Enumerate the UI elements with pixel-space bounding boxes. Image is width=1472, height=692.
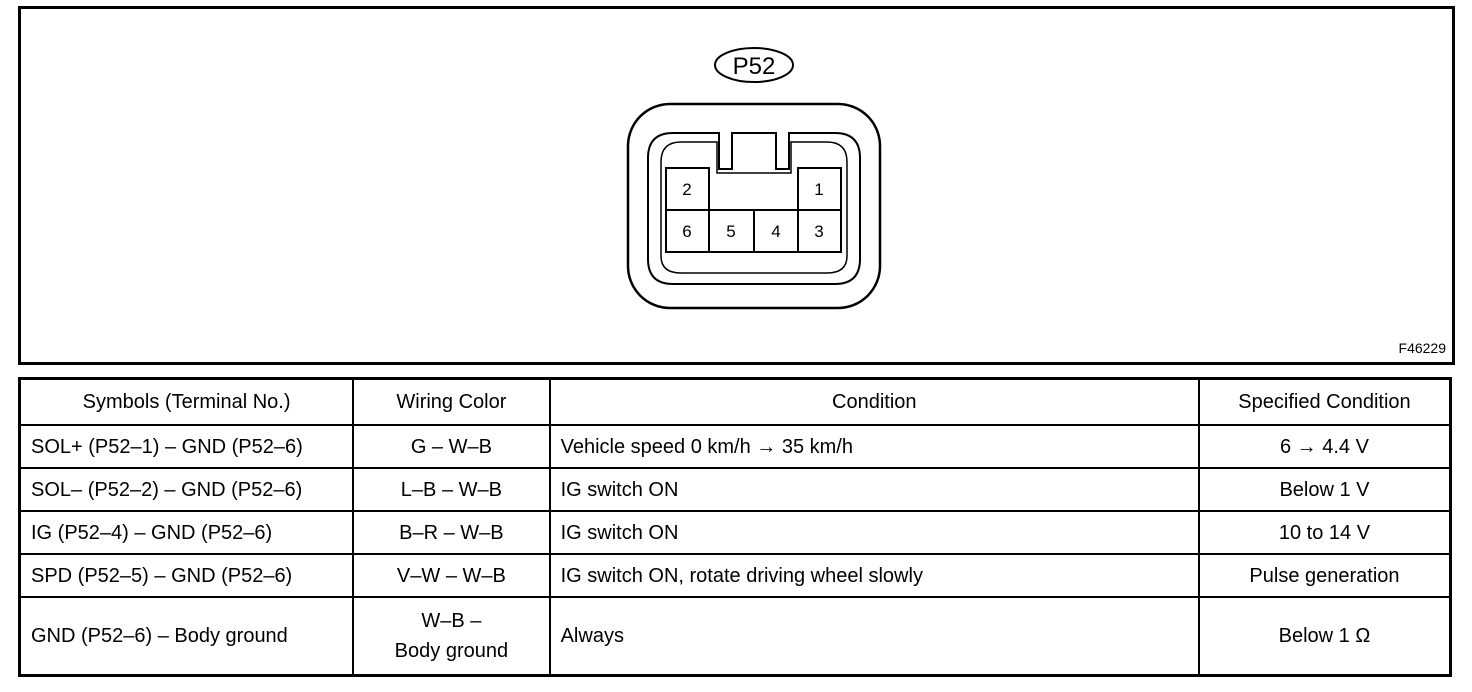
cell-condition: Always [548,596,1200,677]
cell-wiring-color: W–B – Body ground [352,596,551,677]
header-wiring-color: Wiring Color [352,377,551,426]
cell-symbols: SOL+ (P52–1) – GND (P52–6) [18,424,355,469]
cell-wiring-color: V–W – W–B [352,553,551,598]
cell-wiring-color: L–B – W–B [352,467,551,512]
pin-number-5: 5 [726,222,735,241]
table-row: IG (P52–4) – GND (P52–6) B–R – W–B IG sw… [18,510,1452,555]
connector-diagram-frame: P52 2 1 6 5 4 3 F46229 [18,6,1455,365]
cell-wiring-color: G – W–B [352,424,551,469]
pin-number-1: 1 [814,180,823,199]
connector-housing-outer [626,102,882,310]
cell-condition: IG switch ON, rotate driving wheel slowl… [548,553,1200,598]
cell-symbols: GND (P52–6) – Body ground [18,596,355,677]
cell-condition: IG switch ON [548,510,1200,555]
cell-symbols: IG (P52–4) – GND (P52–6) [18,510,355,555]
wiring-color-line-2: Body ground [394,640,509,662]
pin-number-6: 6 [682,222,691,241]
cell-condition: Vehicle speed 0 km/h → 35 km/h [548,424,1200,469]
figure-code: F46229 [1398,340,1446,356]
pin-number-2: 2 [682,180,691,199]
header-specified-condition: Specified Condition [1197,377,1452,426]
pin-number-3: 3 [814,222,823,241]
table-row: SPD (P52–5) – GND (P52–6) V–W – W–B IG s… [18,553,1452,598]
terminal-table: Symbols (Terminal No.) Wiring Color Cond… [18,377,1452,677]
connector-label-ellipse [714,47,794,83]
cell-symbols: SOL– (P52–2) – GND (P52–6) [18,467,355,512]
header-symbols: Symbols (Terminal No.) [18,377,355,426]
cell-specified: Below 1 V [1197,467,1452,512]
table-row: SOL– (P52–2) – GND (P52–6) L–B – W–B IG … [18,467,1452,512]
connector-label: P52 [733,53,776,80]
cell-specified: 10 to 14 V [1197,510,1452,555]
connector-housing-inner [647,132,861,285]
connector-pin-face [660,141,848,274]
pin-number-4: 4 [771,222,780,241]
wiring-color-line-1: W–B – [421,610,482,632]
cell-wiring-color: B–R – W–B [352,510,551,555]
cell-specified: 6 → 4.4 V [1197,424,1452,469]
header-condition: Condition [548,377,1200,426]
table-row: GND (P52–6) – Body ground W–B – Body gro… [18,596,1452,677]
table-row: SOL+ (P52–1) – GND (P52–6) G – W–B Vehic… [18,424,1452,469]
cell-specified: Pulse generation [1197,553,1452,598]
pin-cell-3 [797,209,842,253]
cell-specified: Below 1 Ω [1197,596,1452,677]
connector-diagram: P52 2 1 6 5 4 3 [626,47,882,310]
table-header-row: Symbols (Terminal No.) Wiring Color Cond… [18,377,1452,426]
cell-symbols: SPD (P52–5) – GND (P52–6) [18,553,355,598]
cell-condition: IG switch ON [548,467,1200,512]
